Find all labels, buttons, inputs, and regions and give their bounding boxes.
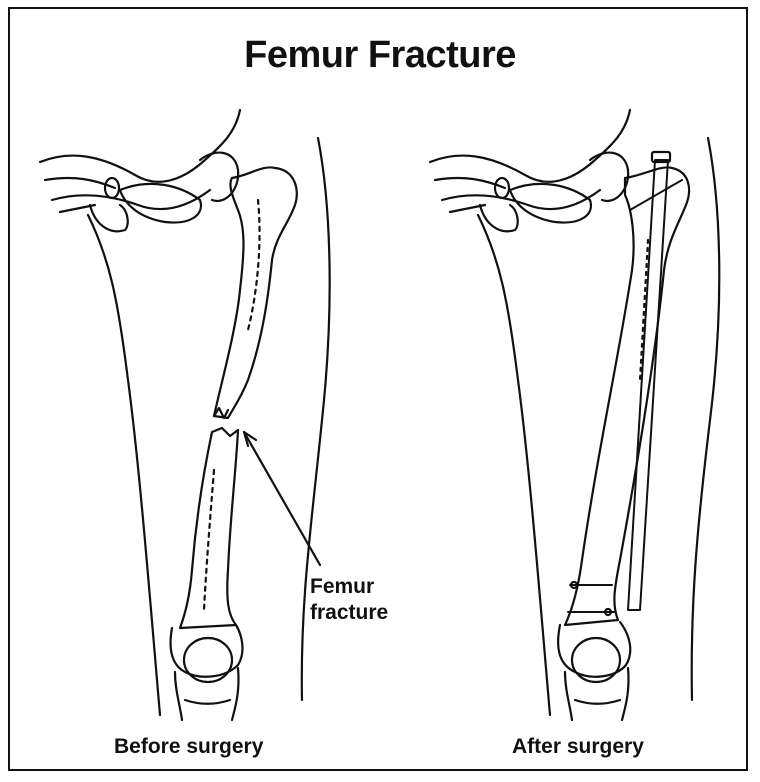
fracture-label-line2: fracture: [310, 600, 388, 626]
thigh-inner-outline-right: [478, 215, 550, 715]
upper-femur-fragment: [214, 167, 297, 418]
knee-right: [558, 622, 630, 720]
lower-femur-fragment: [180, 428, 238, 628]
knee-left: [171, 625, 243, 720]
healed-femur: [565, 167, 689, 625]
fracture-label-line1: Femur: [310, 574, 388, 600]
thigh-outline-right: [692, 138, 720, 700]
thigh-inner-outline-left: [88, 215, 160, 715]
fracture-label: Femur fracture: [310, 574, 388, 626]
after-surgery-illustration: [430, 110, 719, 720]
after-surgery-caption: After surgery: [512, 735, 644, 759]
fracture-pointer-arrow: [244, 432, 320, 565]
pelvis-right: [430, 110, 630, 231]
before-surgery-illustration: [40, 110, 330, 720]
pelvis-left: [40, 110, 240, 231]
before-surgery-caption: Before surgery: [114, 735, 263, 759]
